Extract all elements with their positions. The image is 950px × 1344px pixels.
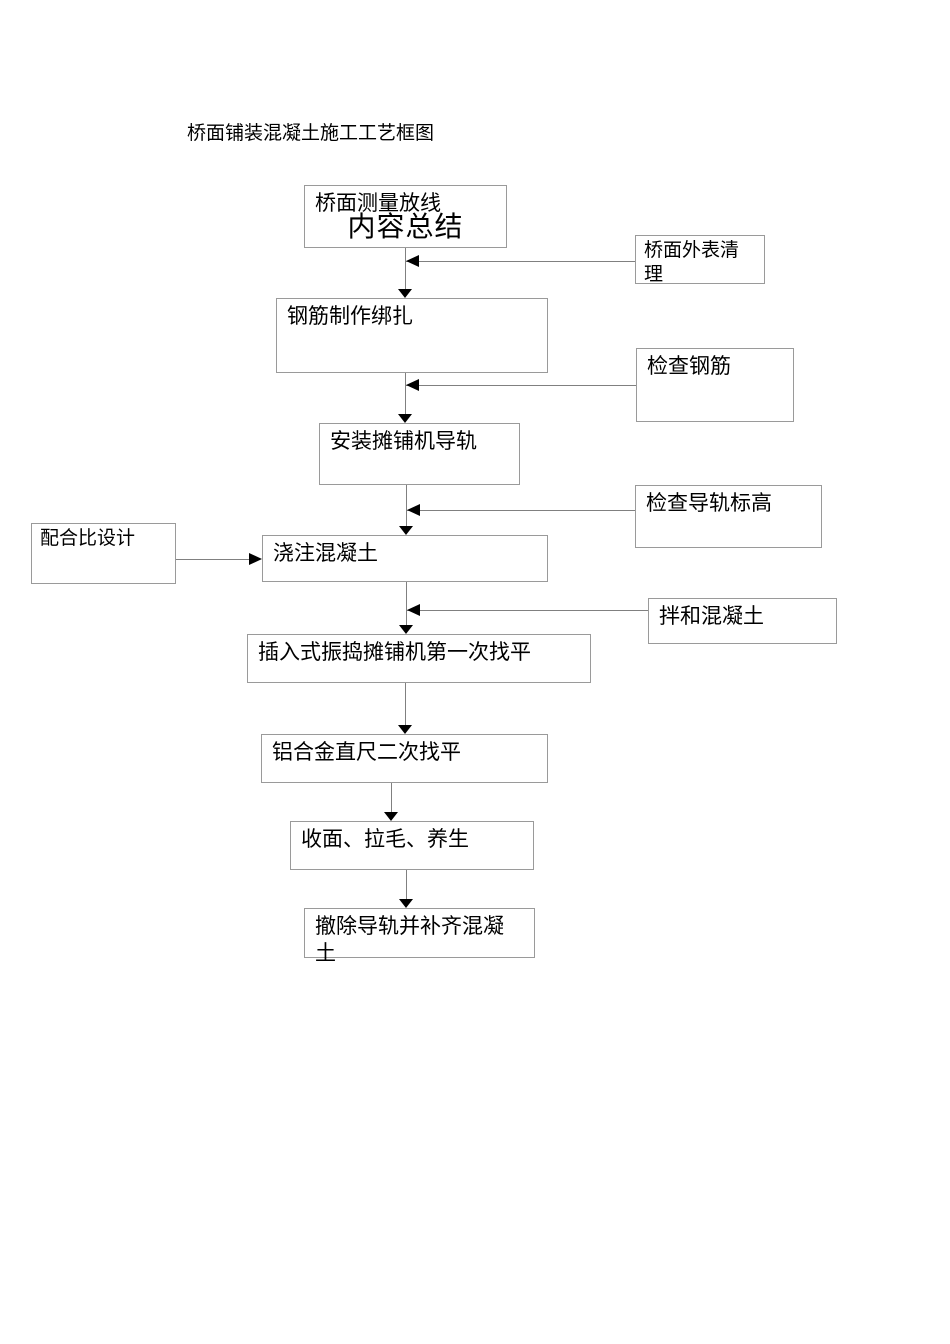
flow-node-label: 钢筋制作绑扎 — [287, 304, 413, 328]
arrow-left-icon — [406, 255, 419, 267]
arrow-right-icon — [249, 553, 262, 565]
arrow-down-icon — [398, 414, 412, 423]
flow-node-concrete-pouring: 浇注混凝土 — [262, 535, 548, 582]
connector-line — [406, 385, 636, 386]
connector-line — [405, 373, 406, 414]
connector-line — [406, 261, 635, 262]
flow-node-second-leveling: 铝合金直尺二次找平 — [261, 734, 548, 783]
arrow-down-icon — [399, 526, 413, 535]
flow-node-label: 拌和混凝土 — [659, 604, 764, 628]
connector-line — [406, 485, 407, 526]
arrow-left-icon — [406, 379, 419, 391]
flow-node-deck-survey: 桥面测量放线 内容总结 — [304, 185, 507, 248]
connector-line — [405, 683, 406, 725]
flow-node-label: 铝合金直尺二次找平 — [272, 740, 461, 764]
flow-node-label: 浇注混凝土 — [273, 541, 378, 565]
flow-node-rail-elevation-check: 检查导轨标高 — [635, 485, 822, 548]
flow-node-label: 插入式振捣摊铺机第一次找平 — [258, 640, 531, 664]
content-summary-overlay: 内容总结 — [347, 212, 464, 243]
connector-line — [407, 510, 635, 511]
connector-line — [405, 248, 406, 289]
arrow-down-icon — [384, 812, 398, 821]
flow-node-label: 桥面测量放线 — [315, 191, 441, 215]
connector-line — [407, 610, 648, 611]
arrow-left-icon — [407, 604, 420, 616]
flow-node-rebar-fabrication: 钢筋制作绑扎 — [276, 298, 548, 373]
flow-node-label: 撤除导轨并补齐混凝土 — [315, 914, 504, 965]
arrow-down-icon — [398, 289, 412, 298]
flow-node-label: 配合比设计 — [40, 528, 136, 549]
connector-line — [176, 559, 250, 560]
flow-node-rebar-inspection: 检查钢筋 — [636, 348, 794, 422]
flow-node-label: 收面、拉毛、养生 — [301, 827, 469, 851]
flow-node-rail-removal: 撤除导轨并补齐混凝土 — [304, 908, 535, 965]
connector-line — [391, 783, 392, 812]
flow-node-paver-rail-install: 安装摊铺机导轨 — [319, 423, 520, 485]
flow-node-concrete-mixing: 拌和混凝土 — [648, 598, 837, 644]
connector-line — [406, 870, 407, 899]
flow-node-mix-design: 配合比设计 — [31, 523, 176, 584]
flow-node-label: 桥面外表清理 — [644, 240, 740, 286]
flow-node-label: 检查导轨标高 — [646, 491, 772, 515]
flow-node-first-leveling: 插入式振捣摊铺机第一次找平 — [247, 634, 591, 683]
arrow-down-icon — [399, 899, 413, 908]
flow-node-label: 检查钢筋 — [647, 354, 731, 378]
connector-line — [406, 582, 407, 625]
arrow-down-icon — [398, 725, 412, 734]
arrow-down-icon — [399, 625, 413, 634]
flow-node-surface-finishing: 收面、拉毛、养生 — [290, 821, 534, 870]
arrow-left-icon — [407, 504, 420, 516]
flow-node-deck-surface-cleaning: 桥面外表清理 — [635, 235, 765, 286]
page-title: 桥面铺装混凝土施工工艺框图 — [187, 123, 435, 144]
flow-node-label: 安装摊铺机导轨 — [330, 429, 477, 453]
